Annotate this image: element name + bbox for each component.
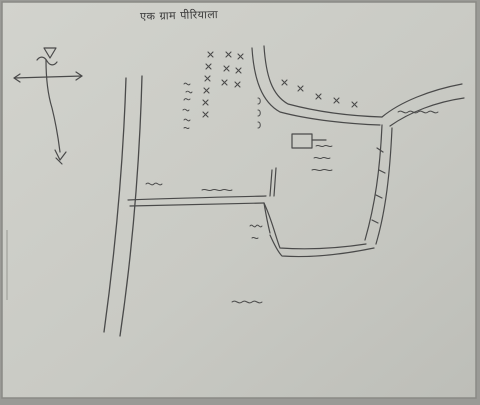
paper-background [1,1,477,399]
main-road [103,75,143,337]
branch-road [127,167,277,234]
upper-lane [251,45,383,126]
map-title: एक ग्राम पीरियाला [139,7,219,24]
compass-rose-icon [13,47,83,165]
field-marks [202,51,358,118]
lower-path [263,202,375,258]
handwritten-notes [145,82,439,304]
building-icon [291,133,327,149]
stream [364,83,465,245]
